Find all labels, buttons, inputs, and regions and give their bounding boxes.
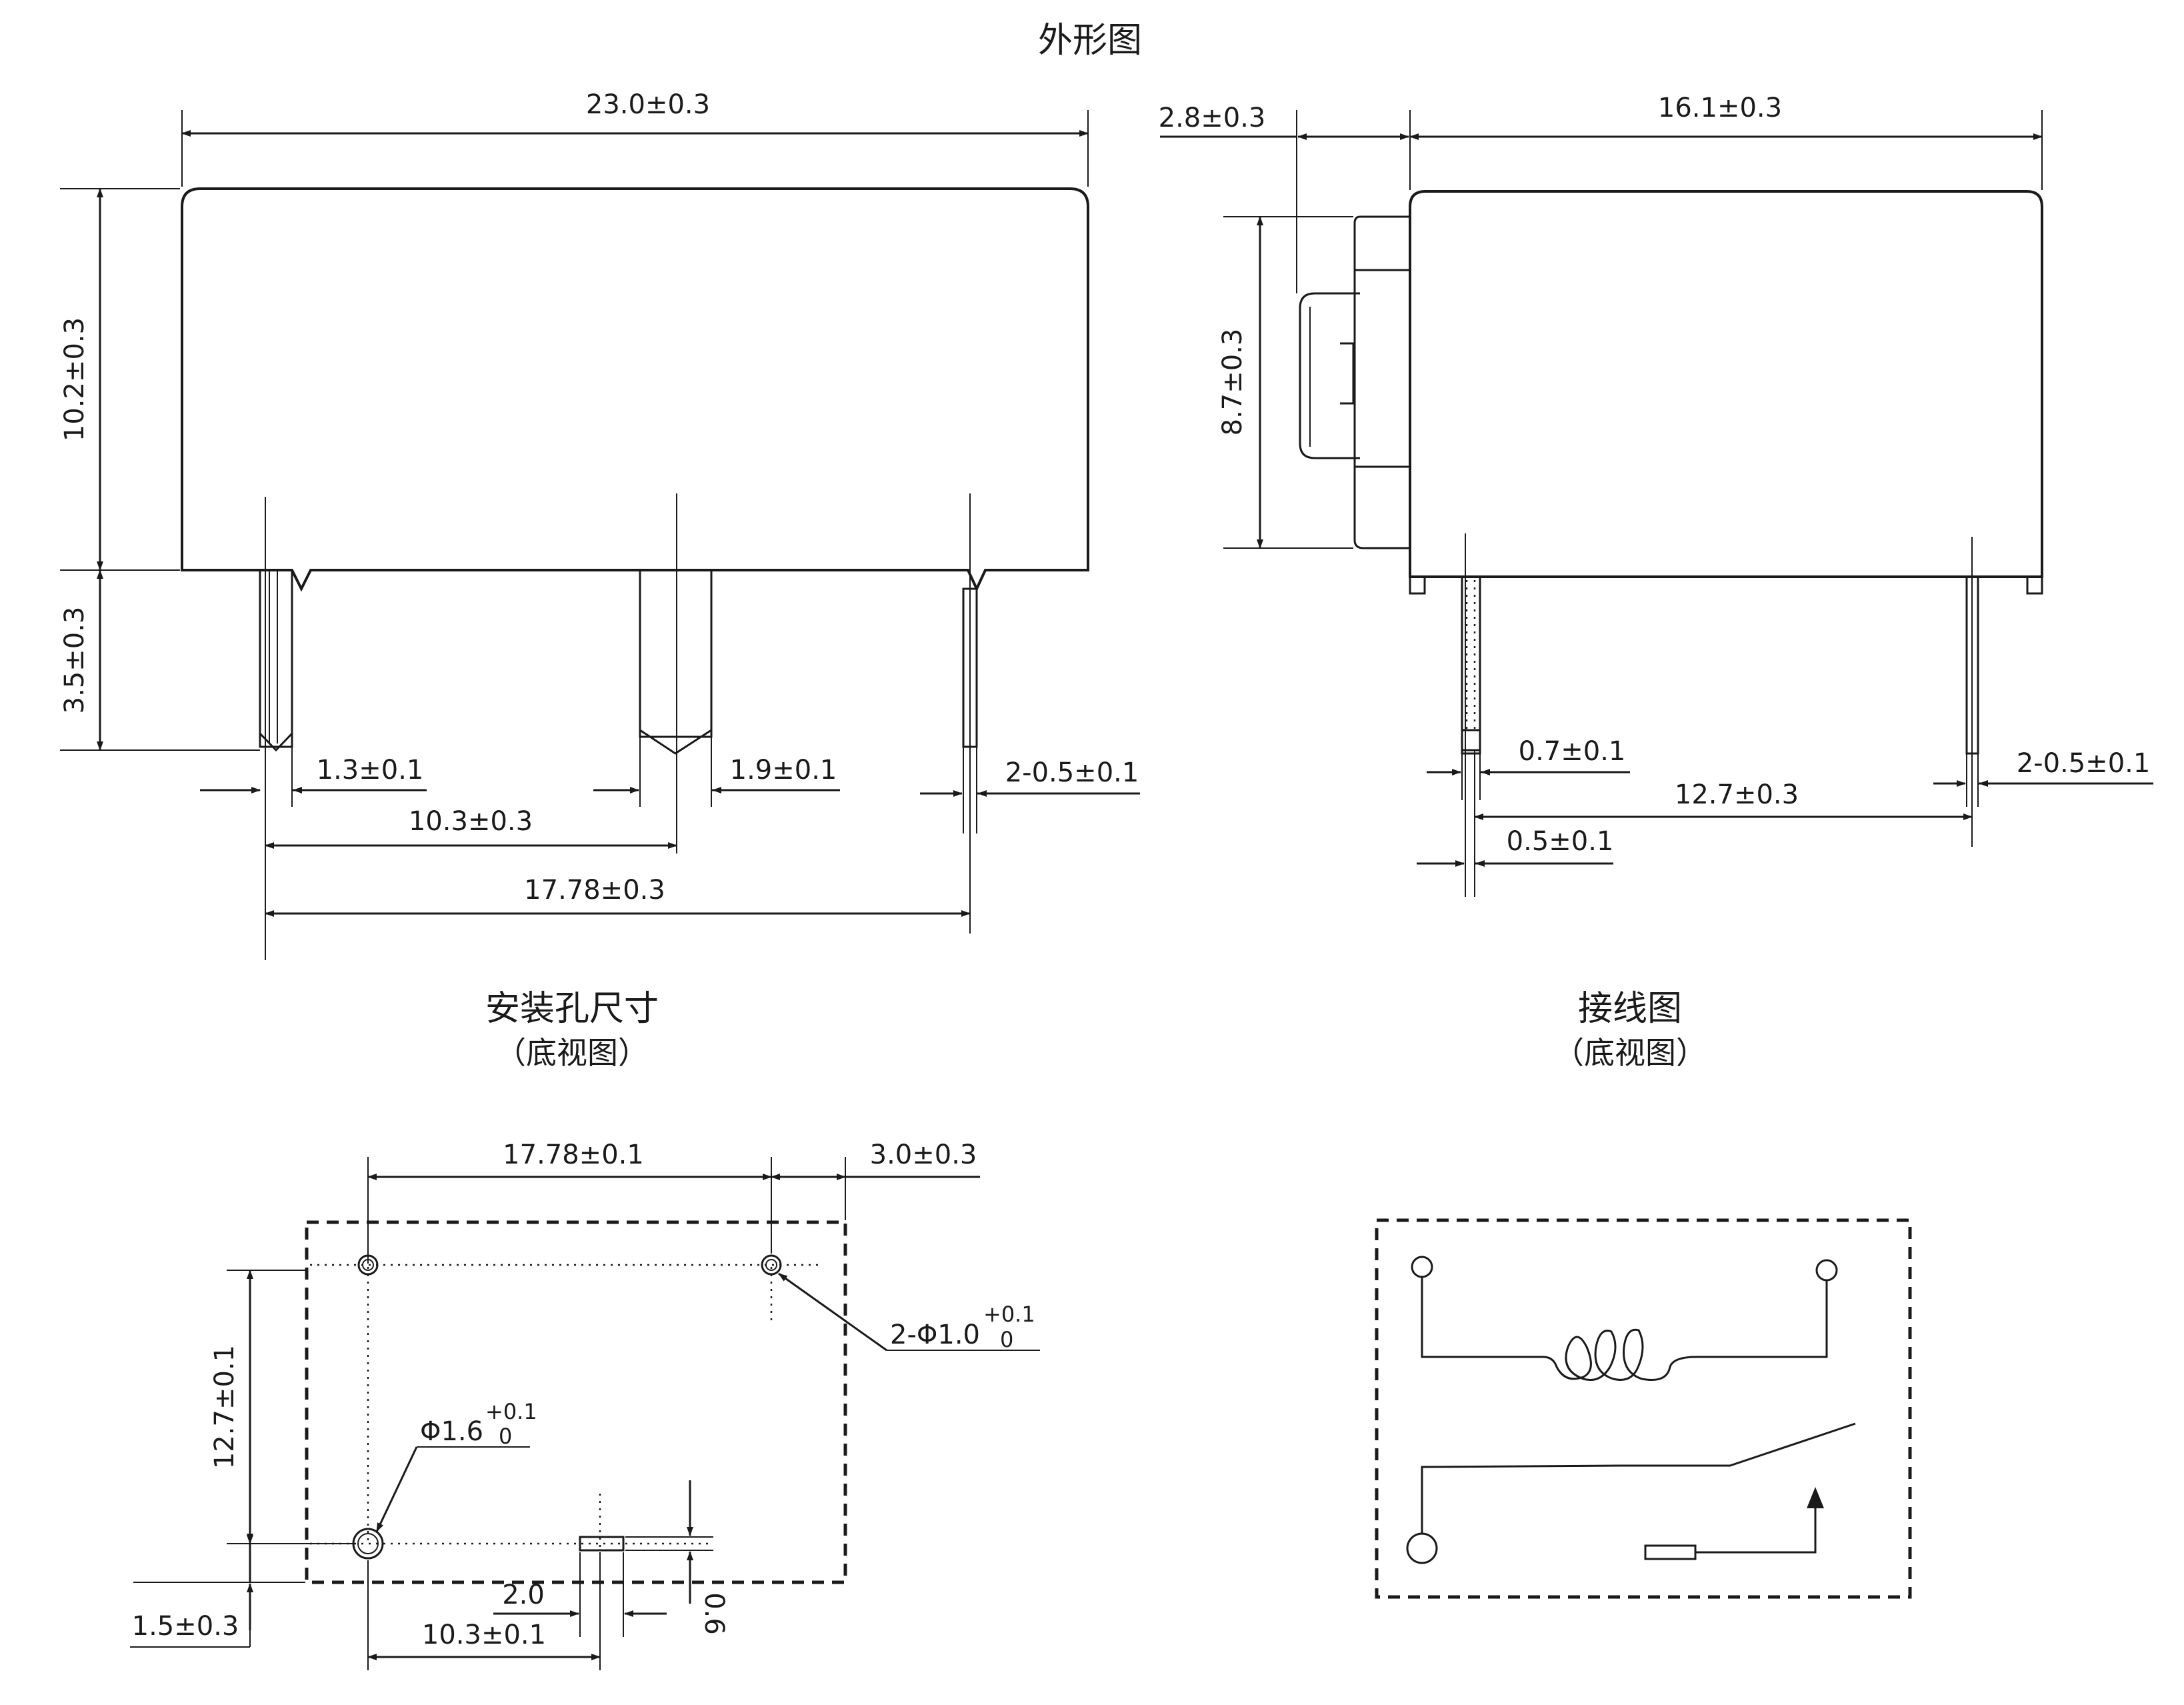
- coil-terminal-right: [1815, 1259, 1838, 1282]
- contact-terminal-no: [1644, 1544, 1697, 1560]
- mounting-title: 安装孔尺寸: [485, 989, 659, 1029]
- dim-edge-right: 3.0±0.3: [870, 1140, 977, 1170]
- dim-front-width: 23.0±0.3: [586, 89, 710, 120]
- small-holes-tol-lower: 0: [1000, 1327, 1013, 1352]
- mounting-subtitle: （底视图）: [495, 1035, 649, 1071]
- dim-slot-width: 0.6: [699, 1592, 729, 1635]
- side-relay-body: [1409, 190, 2043, 578]
- front-relay-body: [181, 187, 1089, 592]
- dim-slot-pitch: 10.3±0.1: [422, 1620, 546, 1650]
- slot: [579, 1536, 625, 1552]
- dim-front-pin-length: 3.5±0.3: [59, 607, 90, 714]
- big-hole-dia: Φ1.6: [420, 1416, 483, 1447]
- dim-edge-bottom: 1.5±0.3: [132, 1611, 239, 1642]
- contact-terminal-common: [1406, 1532, 1438, 1564]
- dim-front-pin-width-mid: 1.9±0.1: [730, 755, 837, 785]
- dim-hole-pitch-x: 17.78±0.1: [503, 1140, 644, 1170]
- front-view: 23.0±0.3 10.2±0.3 3.5±0.3 1.3±0.1 1.9±0.…: [59, 89, 1140, 960]
- side-view: 2.8±0.3 16.1±0.3 8.7±0.3 0.7±0.1 12.7±0.…: [1159, 93, 2153, 897]
- coil-icon: [1421, 1277, 1828, 1381]
- dim-slot-length: 2.0: [502, 1580, 545, 1610]
- small-holes-tol-upper: +0.1: [983, 1302, 1035, 1327]
- wiring-subtitle: （底视图）: [1553, 1035, 1707, 1071]
- mounting-view: 17.78±0.1 3.0±0.3 12.7±0.1 1.5±0.3 Φ1.6 …: [130, 1140, 1040, 1670]
- dim-front-pin-width-left: 1.3±0.1: [317, 755, 424, 785]
- coil-terminal-left: [1411, 1256, 1433, 1278]
- side-bobbin: [1299, 215, 1410, 549]
- dim-side-pin-a: 0.7±0.1: [1519, 736, 1626, 767]
- dim-front-pitch-mid: 10.3±0.3: [409, 806, 533, 837]
- wiring-title: 接线图: [1578, 989, 1682, 1029]
- front-pin-left: [259, 569, 293, 748]
- side-pin-left: [1461, 575, 1481, 755]
- wiring-outline: [1375, 1218, 1912, 1599]
- small-hole-right: [761, 1254, 782, 1276]
- big-hole-tol-lower: 0: [499, 1424, 512, 1449]
- dim-side-pin-b: 0.5±0.1: [1507, 826, 1614, 857]
- dim-front-pitch-total: 17.78±0.3: [524, 875, 665, 906]
- big-hole-tol-upper: +0.1: [485, 1399, 537, 1424]
- dim-front-pin-width-right: 2-0.5±0.1: [1005, 757, 1139, 788]
- outline-title: 外形图: [1038, 21, 1142, 61]
- contact-arrow-icon: [1807, 1487, 1824, 1508]
- dim-side-height: 8.7±0.3: [1217, 329, 1248, 436]
- wiring-view: [1375, 1218, 1912, 1599]
- contact-switch-icon: [1421, 1422, 1856, 1534]
- dim-side-pitch: 12.7±0.3: [1675, 779, 1799, 810]
- front-pin-middle: [639, 569, 713, 738]
- mounting-outline: [305, 1220, 847, 1584]
- dim-hole-pitch-y: 12.7±0.1: [209, 1345, 240, 1469]
- dim-side-offset: 2.8±0.3: [1159, 103, 1266, 133]
- dim-side-pin-right: 2-0.5±0.1: [2017, 748, 2151, 779]
- small-holes-dia: 2-Φ1.0: [890, 1320, 980, 1350]
- dim-front-height: 10.2±0.3: [59, 317, 90, 441]
- dim-side-width: 16.1±0.3: [1658, 93, 1782, 123]
